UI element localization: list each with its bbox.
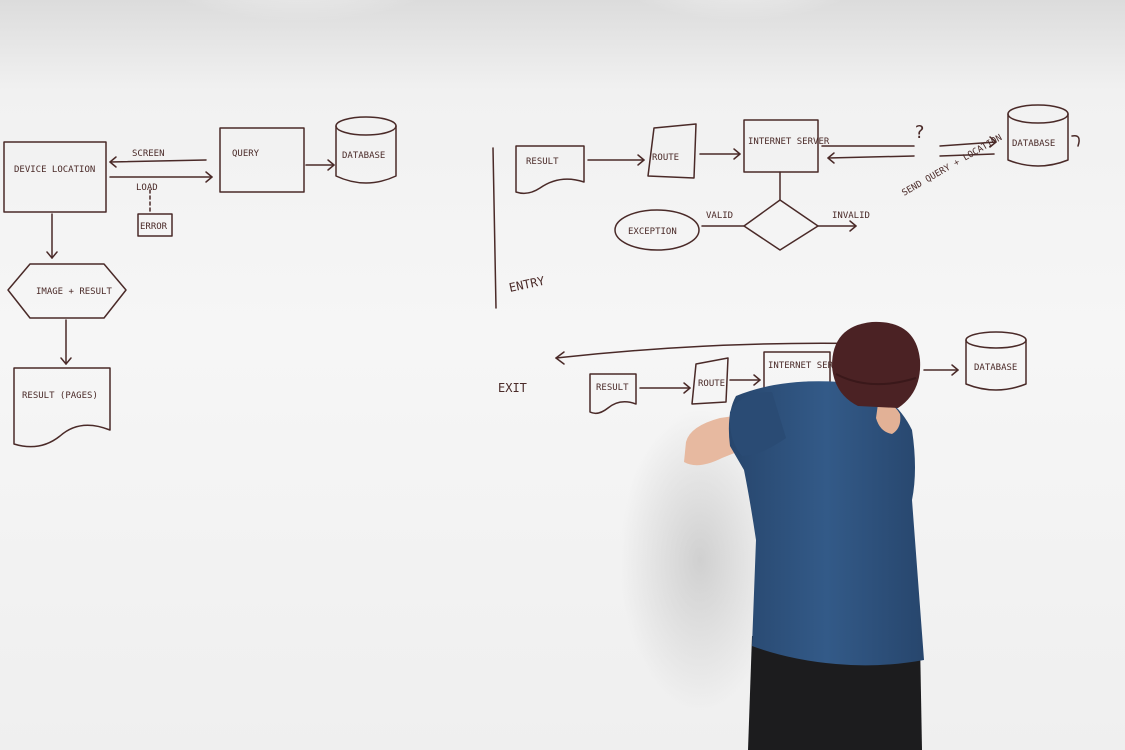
person-shadow: [620, 410, 780, 710]
label-right-oval: EXCEPTION: [628, 227, 677, 237]
arrow-head: [849, 220, 857, 232]
arrow-head: [46, 251, 58, 259]
label-bottom-db: DATABASE: [974, 363, 1017, 373]
arrow: [939, 153, 995, 157]
label-bottom-doc: RESULT: [596, 383, 629, 393]
label-right-question: ?: [914, 122, 925, 143]
right-box: [743, 119, 819, 173]
person: [684, 321, 924, 750]
label-left-arrow-bottom: LOAD: [136, 183, 158, 193]
label-right-doc: RESULT: [526, 157, 559, 167]
arrow-head: [683, 382, 691, 394]
arrow-head: [753, 374, 761, 386]
left-db-top: [335, 116, 397, 136]
bottom-para: [691, 357, 729, 405]
label-left-db: DATABASE: [342, 151, 385, 161]
scribble: [1071, 134, 1080, 147]
label-left-box-1: DEVICE LOCATION: [14, 165, 95, 175]
arrow-head: [637, 154, 645, 166]
bottom-db-body: [965, 339, 1027, 391]
arrow-head: [327, 159, 335, 171]
label-bottom-para: ROUTE: [698, 379, 725, 389]
left-box-1: [3, 141, 107, 213]
label-right-db: DATABASE: [1012, 139, 1055, 149]
label-left-decision: IMAGE + RESULT: [36, 287, 112, 297]
label-exit: EXIT: [498, 381, 527, 395]
label-right-box: INTERNET SERVER: [748, 137, 830, 147]
right-decision: [743, 199, 819, 251]
arrow-head: [205, 171, 213, 183]
arrow-head: [951, 364, 959, 376]
label-left-small: ERROR: [140, 222, 168, 232]
arrow: [827, 155, 915, 159]
person-sleeve: [729, 392, 786, 456]
arrow: [109, 159, 207, 163]
arrow-head: [60, 357, 72, 365]
left-db-body: [335, 125, 397, 184]
person-shirt: [728, 381, 924, 666]
label-entry: ENTRY: [508, 274, 547, 295]
return-arrow: [555, 342, 881, 359]
label-left-box-2: QUERY: [232, 149, 260, 159]
arrow-head: [989, 136, 997, 148]
label-right-para: ROUTE: [652, 153, 679, 163]
arrow-head: [555, 351, 565, 365]
left-box-2: [219, 127, 305, 193]
label-right-valid: VALID: [706, 211, 733, 221]
label-left-doc: RESULT (PAGES): [22, 391, 98, 401]
bottom-db-top: [965, 331, 1027, 349]
right-para: [647, 123, 697, 179]
left-small-box: [137, 213, 173, 237]
divider-line: [492, 147, 497, 309]
arrow: [939, 141, 997, 147]
right-db-body: [1007, 113, 1069, 167]
left-decision: [7, 263, 127, 319]
person-hand: [876, 403, 901, 434]
label-left-arrow-top: SCREEN: [132, 149, 165, 159]
person-beanie: [832, 321, 921, 408]
bottom-doc: [589, 373, 637, 415]
arrow-head: [733, 148, 741, 160]
left-doc: [13, 367, 111, 448]
label-right-invalid: INVALID: [832, 211, 870, 221]
right-doc: [515, 145, 585, 195]
beanie-fold: [835, 373, 917, 386]
light-glare: [160, 0, 440, 70]
right-oval: [614, 209, 700, 251]
light-glare: [620, 0, 860, 65]
arrow-head: [109, 156, 117, 168]
label-bottom-box: INTERNET SERVER: [768, 361, 850, 371]
right-db-top: [1007, 104, 1069, 124]
arrow-head: [827, 152, 835, 164]
